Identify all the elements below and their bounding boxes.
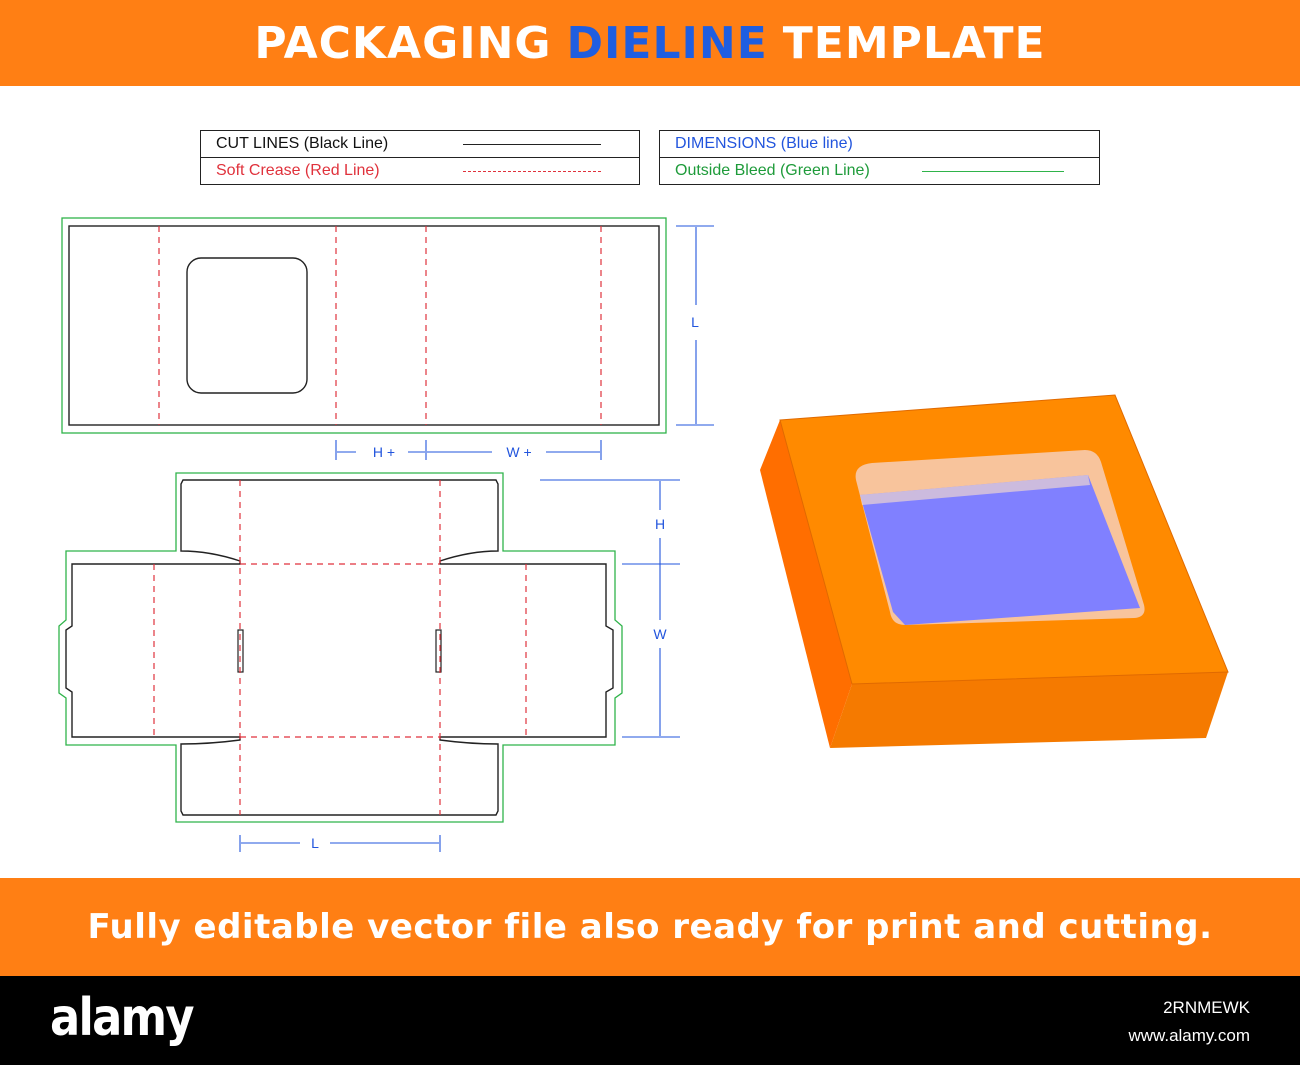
legend-row-dimensions: DIMENSIONS (Blue line) <box>660 131 1099 158</box>
tray-cut-outline <box>65 479 614 816</box>
legend-row-cut: CUT LINES (Black Line) <box>201 131 639 158</box>
dim-h-plus-label: H + <box>373 444 395 460</box>
tray-crease-lines <box>153 480 527 815</box>
legend-bleed-label: Outside Bleed (Green Line) <box>675 162 870 179</box>
legend-right: DIMENSIONS (Blue line) Outside Bleed (Gr… <box>659 130 1100 185</box>
title-template: TEMPLATE <box>782 17 1046 69</box>
dim-l-label: L <box>691 314 699 330</box>
dim-w-label: W <box>653 626 667 642</box>
legend-row-bleed: Outside Bleed (Green Line) <box>660 158 1099 184</box>
window-cutout <box>186 257 308 394</box>
dim-w-plus-label: W + <box>506 444 531 460</box>
dim-h-label: H <box>655 516 665 532</box>
legend-cut-label: CUT LINES (Black Line) <box>216 135 389 152</box>
legend-crease-label: Soft Crease (Red Line) <box>216 162 380 179</box>
legend-left: CUT LINES (Black Line) Soft Crease (Red … <box>200 130 640 185</box>
header-banner: PACKAGING DIELINE TEMPLATE <box>0 0 1300 86</box>
bleed-line-sample <box>922 171 1064 172</box>
tray-dimension-lines <box>239 479 680 852</box>
tray-slot-right <box>435 629 442 673</box>
box-inner-edge <box>860 475 1090 505</box>
legend-row-crease: Soft Crease (Red Line) <box>201 158 639 184</box>
title-dieline: DIELINE <box>566 17 768 69</box>
footer-bar: alamy 2RNMEWK www.alamy.com <box>0 976 1300 1065</box>
box-bottom-side <box>830 672 1228 748</box>
tray-bleed-outline <box>58 472 623 823</box>
sleeve-crease-lines <box>158 226 602 425</box>
sleeve-dieline: L H + W + <box>61 217 714 460</box>
sleeve-cut-outline <box>68 225 660 426</box>
box-left-side <box>760 420 852 748</box>
site-url: www.alamy.com <box>1128 1026 1250 1045</box>
box-window <box>860 475 1140 625</box>
legend-dimensions-label: DIMENSIONS (Blue line) <box>675 135 853 152</box>
footer-banner: Fully editable vector file also ready fo… <box>0 878 1300 976</box>
dieline-drawing: L H + W + H W L <box>58 217 1229 852</box>
sleeve-bleed-outline <box>61 217 667 434</box>
sleeve-dimension-lines <box>335 225 714 460</box>
cut-line-sample <box>463 144 601 145</box>
image-code: 2RNMEWK <box>1163 998 1250 1017</box>
crease-line-sample <box>463 171 601 172</box>
dim-l-bottom-label: L <box>311 835 319 851</box>
title-packaging: PACKAGING <box>254 17 552 69</box>
box-3d-illustration <box>760 394 1229 748</box>
tray-dieline: H W L <box>58 472 680 852</box>
alamy-logo: alamy <box>50 988 195 1048</box>
footer-banner-text: Fully editable vector file also ready fo… <box>87 907 1213 947</box>
